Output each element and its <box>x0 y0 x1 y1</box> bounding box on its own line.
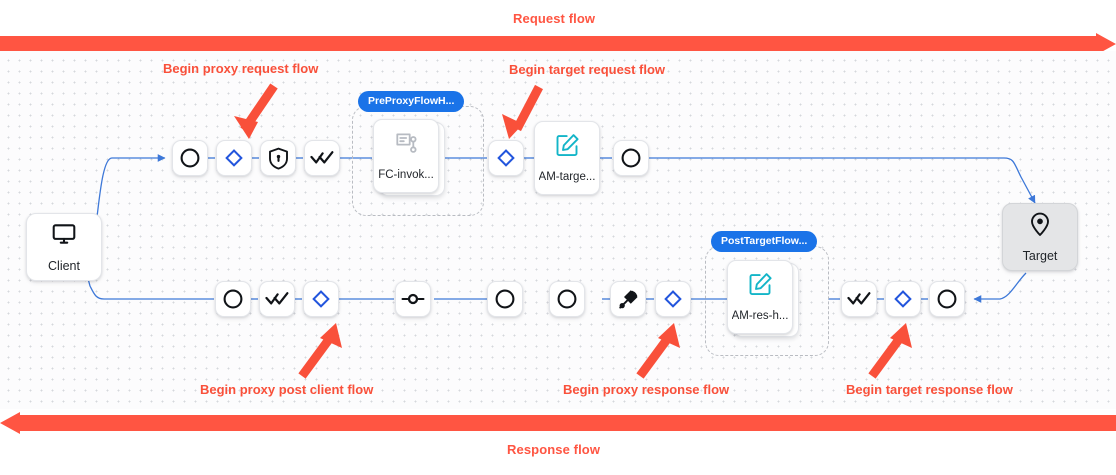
shield-lock-icon <box>268 147 289 170</box>
circle-icon <box>179 147 201 169</box>
policy-am-target-label: AM-targe... <box>538 171 596 183</box>
node-target-label: Target <box>1022 249 1058 263</box>
request-flow-arrow <box>0 33 1116 55</box>
step-res-client-end[interactable] <box>215 281 251 317</box>
diagram-grid: Client Target <box>0 51 1116 409</box>
hook-badge-posttarget[interactable]: PostTargetFlow... <box>711 231 818 252</box>
circle-icon <box>556 288 578 310</box>
circle-icon <box>620 147 642 169</box>
step-req-target-diamond[interactable] <box>488 140 524 176</box>
policy-fc-invoke-label: FC-invok... <box>378 169 434 181</box>
step-res-proxy-diamond[interactable] <box>655 281 691 317</box>
endpoint-node-icon <box>401 292 425 306</box>
step-req-flow-hook[interactable] <box>216 140 252 176</box>
policy-fc-invoke[interactable]: FC-invok... <box>373 119 439 193</box>
step-res-target-checks[interactable] <box>841 281 877 317</box>
double-check-icon <box>310 149 334 167</box>
assign-message-icon <box>555 133 580 163</box>
step-res-post-checks[interactable] <box>259 281 295 317</box>
step-res-proxy-a[interactable] <box>487 281 523 317</box>
satellite-icon <box>617 288 640 311</box>
step-req-end[interactable] <box>613 140 649 176</box>
annotation-begin-proxy-request-flow: Begin proxy request flow <box>163 61 319 76</box>
policy-am-target[interactable]: AM-targe... <box>534 121 600 195</box>
diamond-icon <box>893 289 913 309</box>
double-check-icon <box>847 290 871 308</box>
double-check-icon <box>265 290 289 308</box>
diamond-icon <box>311 289 331 309</box>
response-flow-arrow <box>0 412 1116 434</box>
step-res-post-diamond[interactable] <box>303 281 339 317</box>
step-res-target-start[interactable] <box>929 281 965 317</box>
diamond-icon <box>496 148 516 168</box>
node-client[interactable]: Client <box>26 213 102 281</box>
node-target[interactable]: Target <box>1002 203 1078 271</box>
monitor-icon <box>51 221 77 252</box>
node-client-label: Client <box>48 259 80 273</box>
circle-icon <box>936 288 958 310</box>
step-req-security[interactable] <box>260 140 296 176</box>
annotation-begin-proxy-post-client-flow: Begin proxy post client flow <box>200 382 374 397</box>
step-req-start[interactable] <box>172 140 208 176</box>
circle-icon <box>222 288 244 310</box>
step-req-checks[interactable] <box>304 140 340 176</box>
response-flow-label: Response flow <box>507 442 601 457</box>
policy-am-res-h[interactable]: AM-res-h... <box>727 260 793 334</box>
annotation-begin-proxy-response-flow: Begin proxy response flow <box>563 382 730 397</box>
annotation-begin-target-request-flow: Begin target request flow <box>509 62 666 77</box>
hook-badge-preproxy[interactable]: PreProxyFlowH... <box>358 91 465 112</box>
flow-callout-icon <box>394 131 419 161</box>
step-res-endpoint-node[interactable] <box>395 281 431 317</box>
annotation-begin-target-response-flow: Begin target response flow <box>846 382 1013 397</box>
assign-message-icon <box>748 272 773 302</box>
diamond-icon <box>663 289 683 309</box>
step-res-target-diamond[interactable] <box>885 281 921 317</box>
step-res-proxy-b[interactable] <box>549 281 585 317</box>
request-flow-label: Request flow <box>513 11 596 26</box>
diamond-icon <box>224 148 244 168</box>
step-res-broadcast[interactable] <box>610 281 646 317</box>
policy-am-res-h-label: AM-res-h... <box>731 310 789 322</box>
connector-wires <box>84 154 1036 303</box>
location-pin-icon <box>1028 211 1052 242</box>
circle-icon <box>494 288 516 310</box>
